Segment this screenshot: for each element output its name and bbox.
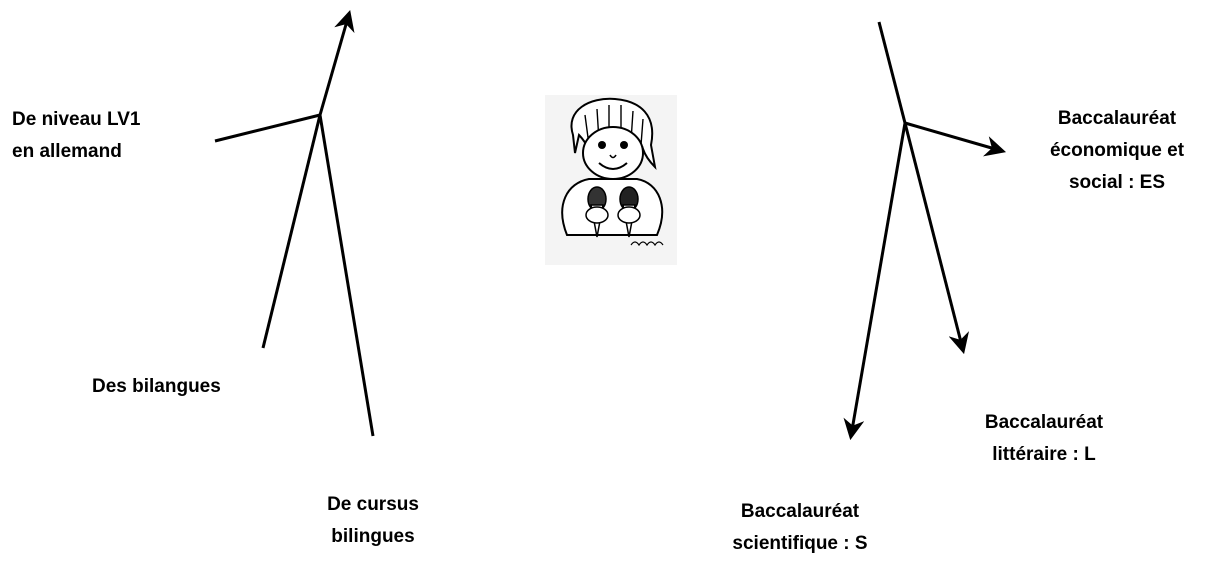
- right-arrow-to-es: [904, 121, 1007, 157]
- label-bac-es-line-2: économique et: [1049, 140, 1185, 161]
- right-arrow-to-s: [843, 122, 907, 441]
- label-bilangues-line-1: Des bilangues: [92, 376, 221, 397]
- label-bac-es-line-1: Baccalauréat: [1057, 108, 1177, 129]
- left-line-to-cursus: [318, 114, 375, 437]
- label-bac-es-line-3: social : ES: [1068, 172, 1166, 193]
- label-niveau-lv1: De niveau LV1 en allemand: [12, 104, 140, 168]
- label-bac-l: Baccalauréat littéraire : L: [948, 407, 1140, 471]
- label-bac-s-line-2: scientifique : S: [732, 533, 868, 554]
- left-arrow-up-line: [318, 9, 355, 116]
- right-arrow-to-l: [903, 122, 970, 355]
- label-cursus-line-1: De cursus: [327, 494, 419, 515]
- right-stem-line: [877, 21, 907, 124]
- signature-scribble: [630, 241, 664, 247]
- label-bilangues: Des bilangues: [92, 371, 221, 403]
- label-bac-es: Baccalauréat économique et social : ES: [1020, 103, 1214, 199]
- child-with-microphones-illustration: [545, 95, 677, 265]
- label-niveau-lv1-line-1: De niveau LV1: [12, 109, 141, 130]
- label-bac-s: Baccalauréat scientifique : S: [698, 496, 902, 560]
- left-stem-to-lv1-line: [214, 113, 321, 143]
- label-bac-s-line-1: Baccalauréat: [740, 501, 860, 522]
- label-cursus-bilingues: De cursus bilingues: [298, 489, 448, 553]
- label-cursus-line-2: bilingues: [331, 526, 415, 547]
- label-niveau-lv1-line-2: en allemand: [12, 141, 122, 162]
- left-line-to-bilangues: [261, 114, 322, 349]
- label-bac-l-line-1: Baccalauréat: [984, 412, 1104, 433]
- label-bac-l-line-2: littéraire : L: [992, 444, 1096, 465]
